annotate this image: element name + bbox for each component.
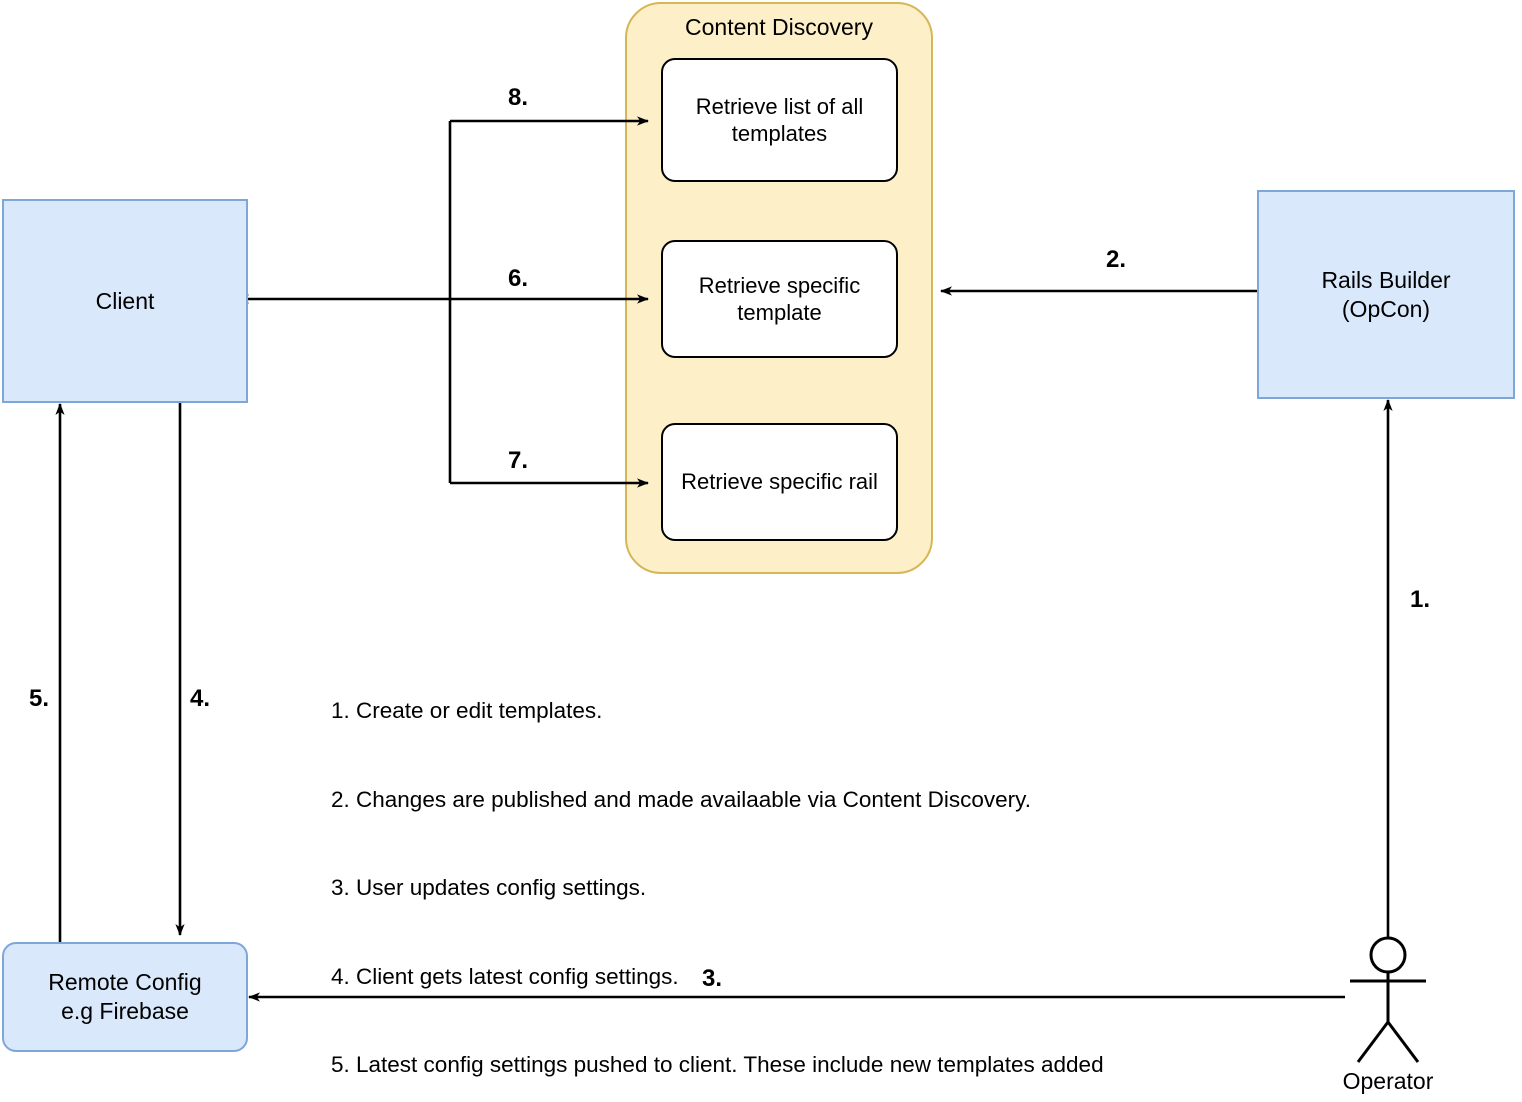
- edge-label-7: 7.: [508, 447, 529, 474]
- operator-icon: [1350, 936, 1426, 1063]
- edge-label-2: 2.: [1106, 246, 1127, 273]
- legend-line: 4. Client gets latest config settings.: [331, 963, 679, 989]
- edge-label-1: 1.: [1410, 586, 1431, 613]
- operator-label: Operator: [1342, 1068, 1434, 1094]
- node-retrieve-all-templates[interactable]: Retrieve list of all templates: [661, 58, 898, 182]
- node-retrieve-specific-rail[interactable]: Retrieve specific rail: [661, 423, 898, 541]
- node-rails-builder[interactable]: Rails Builder (OpCon): [1257, 190, 1515, 399]
- legend-line: 1. Create or edit templates.: [331, 698, 603, 723]
- content-discovery-group-label: Content Discovery: [685, 14, 873, 40]
- legend-line: 2. Changes are published and made availa…: [331, 786, 1032, 812]
- edge-label-3: 3.: [702, 965, 723, 992]
- legend-line: 3. User updates config settings.: [331, 875, 647, 900]
- edge-label-6: 6.: [508, 265, 529, 292]
- node-remote-config[interactable]: Remote Config e.g Firebase: [2, 942, 248, 1052]
- node-retrieve-specific-template[interactable]: Retrieve specific template: [661, 240, 898, 358]
- legend-line: 5. Latest config settings pushed to clie…: [331, 1052, 1104, 1077]
- edge-label-4: 4.: [190, 685, 211, 712]
- legend-steps: 1. Create or edit templates. 2. Changes …: [331, 637, 1211, 1102]
- node-client[interactable]: Client: [2, 199, 248, 403]
- edge-label-8: 8.: [508, 84, 529, 111]
- edge-label-5: 5.: [29, 685, 50, 712]
